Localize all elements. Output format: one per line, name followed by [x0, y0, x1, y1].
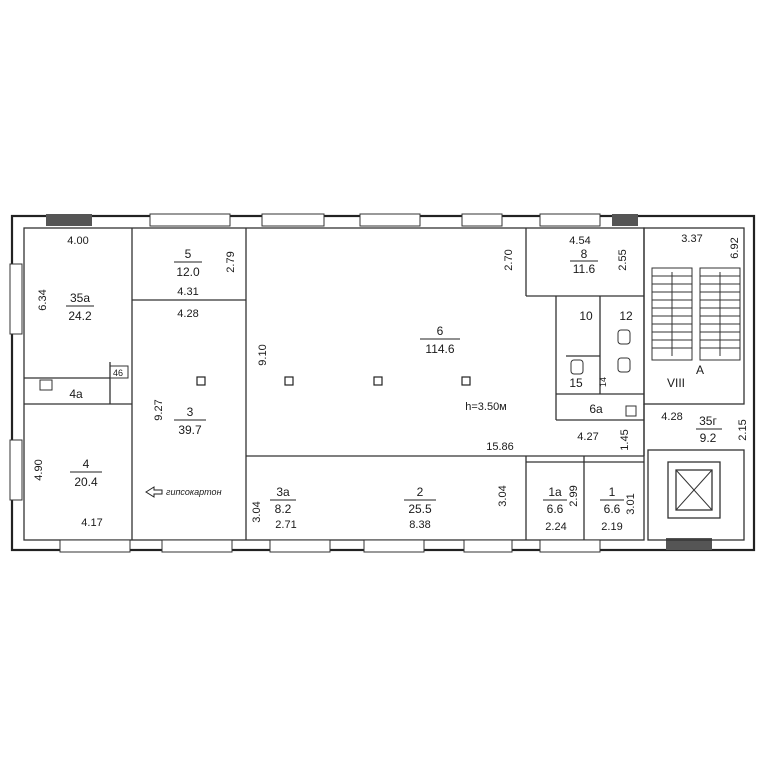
vent-hatch-top-right: [612, 214, 638, 226]
windows-top: [46, 213, 638, 227]
dim-2-15: 2.15: [737, 419, 749, 440]
room-8-area: 11.6: [573, 262, 596, 276]
room-35a-label: 35а: [70, 291, 90, 305]
dim-2-99: 2.99: [568, 485, 580, 506]
columns: [196, 376, 471, 386]
dim-9-10: 9.10: [257, 344, 269, 365]
dim-4-90: 4.90: [33, 459, 45, 480]
room-12-label: 12: [619, 309, 633, 323]
room-15-label: 15: [569, 376, 583, 390]
room-35g-area: 9.2: [700, 431, 717, 445]
dim-2-55: 2.55: [617, 249, 629, 270]
room-35a-area: 24.2: [68, 309, 92, 323]
room-4a-label: 4а: [69, 387, 83, 401]
dim-4-00: 4.00: [67, 235, 88, 247]
dim-15-86: 15.86: [486, 441, 514, 453]
dim-9-27: 9.27: [153, 399, 165, 420]
outer-wall: [10, 214, 756, 552]
room-1-label: 1: [609, 485, 616, 499]
toilet-fixtures: [39, 329, 637, 417]
dim-8-38: 8.38: [409, 519, 430, 531]
dim-4-28-a: 4.28: [177, 308, 198, 320]
room-4-label: 4: [83, 457, 90, 471]
interior-walls: [24, 228, 645, 540]
room-5-label: 5: [185, 247, 192, 261]
room-3a-label: 3а: [276, 485, 290, 499]
dim-4-27: 4.27: [577, 431, 598, 443]
stair-block: [643, 227, 745, 405]
room-5-area: 12.0: [176, 265, 200, 279]
room-3-area: 39.7: [178, 423, 202, 437]
room-3-label: 3: [187, 405, 194, 419]
room-10-label: 10: [579, 309, 593, 323]
dim-2-79: 2.79: [225, 251, 237, 272]
room-8-label: 8: [581, 247, 588, 261]
dim-2-19: 2.19: [601, 521, 622, 533]
dim-3-01: 3.01: [625, 493, 637, 514]
dim-3-04-a: 3.04: [251, 501, 263, 522]
room-2-label: 2: [417, 485, 424, 499]
room-3a-area: 8.2: [275, 502, 292, 516]
dim-1-45: 1.45: [619, 429, 631, 450]
vent-hatch-top-left: [46, 214, 92, 226]
room-35g-label: 35г: [699, 414, 717, 428]
room-14-label: 14: [598, 377, 608, 387]
dim-6-92: 6.92: [729, 237, 741, 258]
dim-3-04-b: 3.04: [497, 485, 509, 506]
windows-bottom: [59, 538, 712, 553]
room-1a-label: 1а: [548, 485, 562, 499]
room-46-label: 46: [113, 368, 123, 378]
ceiling-height-note: h=3.50м: [465, 401, 507, 413]
drywall-arrow-icon: [145, 486, 163, 498]
room-6-label: 6: [437, 324, 444, 338]
room-1-area: 6.6: [604, 502, 621, 516]
elevator-shaft: [667, 461, 721, 519]
dim-2-71: 2.71: [275, 519, 296, 531]
dim-2-24: 2.24: [545, 521, 566, 533]
windows-left: [9, 263, 23, 501]
dim-4-31: 4.31: [177, 286, 198, 298]
room-4-area: 20.4: [74, 475, 98, 489]
vent-hatch-bottom: [666, 538, 712, 550]
dim-4-17: 4.17: [81, 517, 102, 529]
dim-4-28-b: 4.28: [661, 411, 682, 423]
stairs-flight: [651, 267, 741, 361]
room-6a-label: 6а: [589, 402, 603, 416]
room-2-area: 25.5: [408, 502, 432, 516]
room-6-area: 114.6: [425, 342, 454, 356]
axis-label: А: [696, 363, 704, 377]
dim-4-54: 4.54: [569, 235, 590, 247]
dim-6-34: 6.34: [37, 289, 49, 310]
room-1a-area: 6.6: [547, 502, 564, 516]
stair-number: VIII: [667, 376, 685, 390]
dim-2-70: 2.70: [503, 249, 515, 270]
dim-3-37: 3.37: [681, 233, 702, 245]
drywall-note: гипсокартон: [166, 487, 222, 497]
